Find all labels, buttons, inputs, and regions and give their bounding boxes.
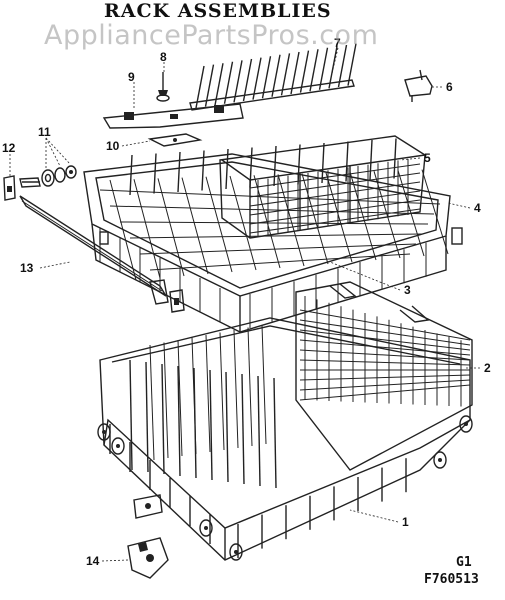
basket-divider-part-2[interactable] <box>295 281 473 471</box>
callout-labels: 7 8 9 10 6 5 4 3 2 1 11 12 13 14 <box>2 36 491 568</box>
watermark-text: AppliancePartsPros.com <box>44 20 379 51</box>
diagram-title: RACK ASSEMBLIES <box>104 0 332 22</box>
lower-rack-part-1[interactable] <box>97 317 473 561</box>
tine-row-part-7[interactable] <box>189 43 357 111</box>
callout-13: 13 <box>20 261 34 275</box>
rack-bracket-part-9[interactable] <box>102 103 244 129</box>
callout-14: 14 <box>86 554 100 568</box>
callout-7: 7 <box>334 36 341 50</box>
upper-rack-part-3[interactable] <box>83 138 463 333</box>
callout-8: 8 <box>160 50 167 64</box>
callout-4: 4 <box>474 201 481 215</box>
callout-5: 5 <box>424 151 431 165</box>
clip-part-10[interactable] <box>147 133 203 147</box>
diagram-code: G1 <box>456 555 472 570</box>
callout-12: 12 <box>2 141 16 155</box>
callout-1: 1 <box>402 515 409 529</box>
callout-10: 10 <box>106 139 120 153</box>
callout-3: 3 <box>404 283 411 297</box>
rack-stop-part-6[interactable] <box>404 69 433 102</box>
callout-6: 6 <box>446 80 453 94</box>
leader-lines <box>9 47 480 562</box>
callout-11: 11 <box>38 125 51 139</box>
track-rail-part-13[interactable] <box>19 195 185 313</box>
callout-2: 2 <box>484 361 491 375</box>
callout-9: 9 <box>128 70 135 84</box>
cutlery-basket-part-5[interactable] <box>219 135 426 239</box>
end-cap-part-12[interactable] <box>3 175 16 201</box>
diagram-number: F760513 <box>424 572 479 587</box>
rack-clip-part-14[interactable] <box>127 494 169 579</box>
wheel-assembly-part-11[interactable] <box>19 165 77 188</box>
screw-part-8[interactable] <box>156 72 170 102</box>
